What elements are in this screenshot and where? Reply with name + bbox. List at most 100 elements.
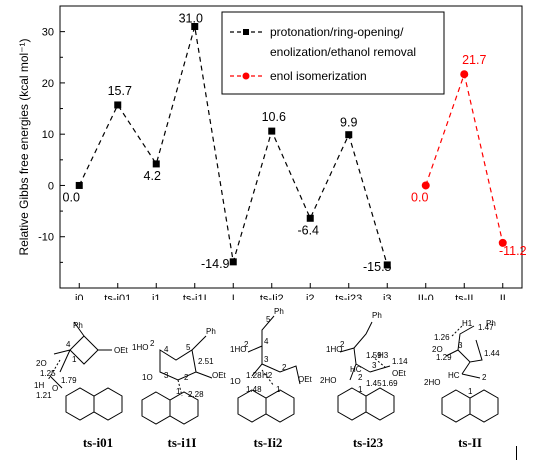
ts-i01-atom-1: 2O <box>36 359 47 368</box>
point-i0 <box>75 181 83 189</box>
ts-i23-naphthalene <box>337 387 395 421</box>
data-label-i2: -6.4 <box>297 223 319 237</box>
ts-i01-naphthalene <box>65 387 123 421</box>
ts-i23-atom-10: 1.69 <box>382 379 398 388</box>
ts-i1I-atom-4: 5 <box>186 343 191 352</box>
structure-label-ts-i23: ts-i23 <box>353 435 384 450</box>
y-tick-label-3: 20 <box>42 78 54 90</box>
ts-II-atom-5: 3 <box>458 341 463 350</box>
ts-i23-atom-9: 1.45 <box>366 379 382 388</box>
x-tick-label-1: ts-i01 <box>104 293 131 300</box>
x-tick-label-6: i2 <box>306 293 315 300</box>
data-label-i1: 4.2 <box>144 169 161 183</box>
ts-i01-atom-9: 1 <box>72 355 77 364</box>
series-layer: 0.015.74.231.0-14.910.6-6.49.9-15.50.021… <box>63 12 527 274</box>
ts-i1I-atom-11: 2.28 <box>188 390 204 399</box>
ts-i1I-atom-5: 2.51 <box>198 357 214 366</box>
point-II-0 <box>421 181 430 190</box>
ts-i1I-naphthalene <box>141 391 199 425</box>
ts-Ii2-atom-8: 1.48 <box>246 385 262 394</box>
ts-Ii2-atom-5: 3 <box>264 355 269 364</box>
series-2-line <box>425 72 504 244</box>
ts-Ii2-atom-3: 2 <box>244 340 249 349</box>
plot-frame <box>59 5 523 289</box>
structure-ts-Ii2 <box>237 315 301 423</box>
ts-II-atom-7: 1.44 <box>484 349 500 358</box>
structures-panel: Ph 2O OEt 1.25 1.79 1H 1.21 O 4 1 ts-i01… <box>34 307 500 450</box>
ts-i1I-atom-2: Ph <box>206 327 216 336</box>
ts-II-atom-8: 2HO <box>424 378 440 387</box>
x-tick-label-4: I <box>232 293 235 300</box>
series-1: 0.015.74.231.0-14.910.6-6.49.9-15.5 <box>63 12 392 274</box>
y-tick-label-0: -10 <box>38 232 54 244</box>
x-tick-label-7: ts-i23 <box>335 293 362 300</box>
ts-II-atom-9: HC <box>448 371 460 380</box>
ts-II-chain-bonds <box>445 325 483 379</box>
data-label-ts-II: 21.7 <box>462 53 486 67</box>
x-tick-label-0: i0 <box>75 293 84 300</box>
structure-label-ts-II: ts-II <box>458 435 482 450</box>
ts-II-atom-3: 1.26 <box>434 333 450 342</box>
ts-i23-atom-2: 2 <box>340 340 345 349</box>
legend-marker-series-1 <box>243 29 249 35</box>
ts-i1I-atom-9: OEt <box>212 371 227 380</box>
x-tick-label-2: i1 <box>152 293 161 300</box>
ts-II-atom-6: 1.29 <box>436 353 452 362</box>
ts-Ii2-atom-11: OEt <box>298 375 313 384</box>
ts-i23-atom-8: OEt <box>392 369 407 378</box>
ts-i23-atom-12: 2 <box>358 373 363 382</box>
data-label-ts-Ii2: 10.6 <box>262 110 286 124</box>
point-II <box>498 238 507 247</box>
data-label-ts-i23: 9.9 <box>340 116 357 130</box>
ts-i1I-atom-6: 1O <box>142 373 153 382</box>
ts-i1I-atom-7: 3 <box>164 371 169 380</box>
point-ts-II <box>460 70 469 79</box>
ts-i1I-atom-1: 2 <box>150 339 155 348</box>
ts-II-atom-11: 1 <box>468 387 473 396</box>
series-2: 0.021.7-11.2 <box>411 53 527 258</box>
ts-i01-atom-7: O <box>52 384 58 393</box>
ts-i23-atom-1: 1HO <box>326 345 342 354</box>
ts-Ii2-atom-6: 1.28 <box>246 371 262 380</box>
ts-II-atom-2: Ph <box>486 319 496 328</box>
ts-i1I-atom-8: 2 <box>184 373 189 382</box>
x-tick-label-8: i3 <box>383 293 392 300</box>
legend-label-series-1-line-2: enolization/ethanol removal <box>270 45 416 59</box>
data-label-I: -14.9 <box>201 257 230 271</box>
ts-Ii2-atom-9: 1O <box>230 377 241 386</box>
ts-i23-atom-0: Ph <box>372 311 382 320</box>
ts-i23-atom-5: 1.14 <box>392 357 408 366</box>
data-label-i3: -15.5 <box>363 260 392 274</box>
ts-Ii2-atom-7: H2 <box>262 371 273 380</box>
point-ts-i01 <box>114 101 122 109</box>
legend-marker-series-2 <box>242 72 250 80</box>
ts-i23-atom-3: 1.59 <box>366 351 382 360</box>
ts-Ii2-chain-bonds <box>247 315 301 385</box>
ts-i1I-ring-bonds <box>159 335 213 381</box>
ts-i23-atom-13: 1 <box>358 385 363 394</box>
ts-i1I-atom-10: 1 <box>176 387 181 396</box>
structure-ts-i23 <box>337 321 395 421</box>
y-tick-label-1: 0 <box>48 180 54 192</box>
ts-Ii2-atom-2: 1HO <box>230 345 246 354</box>
ts-II-naphthalene <box>441 389 499 423</box>
point-ts-Ii2 <box>268 127 276 135</box>
ts-i23-atom-6: 2HO <box>320 376 336 385</box>
ts-i01-atom-8: 4 <box>66 340 71 349</box>
data-label-II-0: 0.0 <box>411 190 428 204</box>
ts-i01-atom-5: 1H <box>34 381 44 390</box>
point-i3 <box>383 261 391 269</box>
data-label-ts-i01: 15.7 <box>108 84 132 98</box>
ts-Ii2-atom-10: 2 <box>282 363 287 372</box>
ts-II-atom-10: 2 <box>482 373 487 382</box>
ts-Ii2-dashed-bond <box>261 369 275 387</box>
structure-ts-i1I <box>141 335 213 425</box>
ts-i01-ring-bonds <box>49 321 112 389</box>
ts-i1I-atom-3: 4 <box>164 345 169 354</box>
plot-border <box>59 5 523 289</box>
structure-label-ts-i1I: ts-i1I <box>168 435 197 450</box>
ts-i23-atom-4: H3 <box>378 351 389 360</box>
point-I <box>229 258 237 266</box>
